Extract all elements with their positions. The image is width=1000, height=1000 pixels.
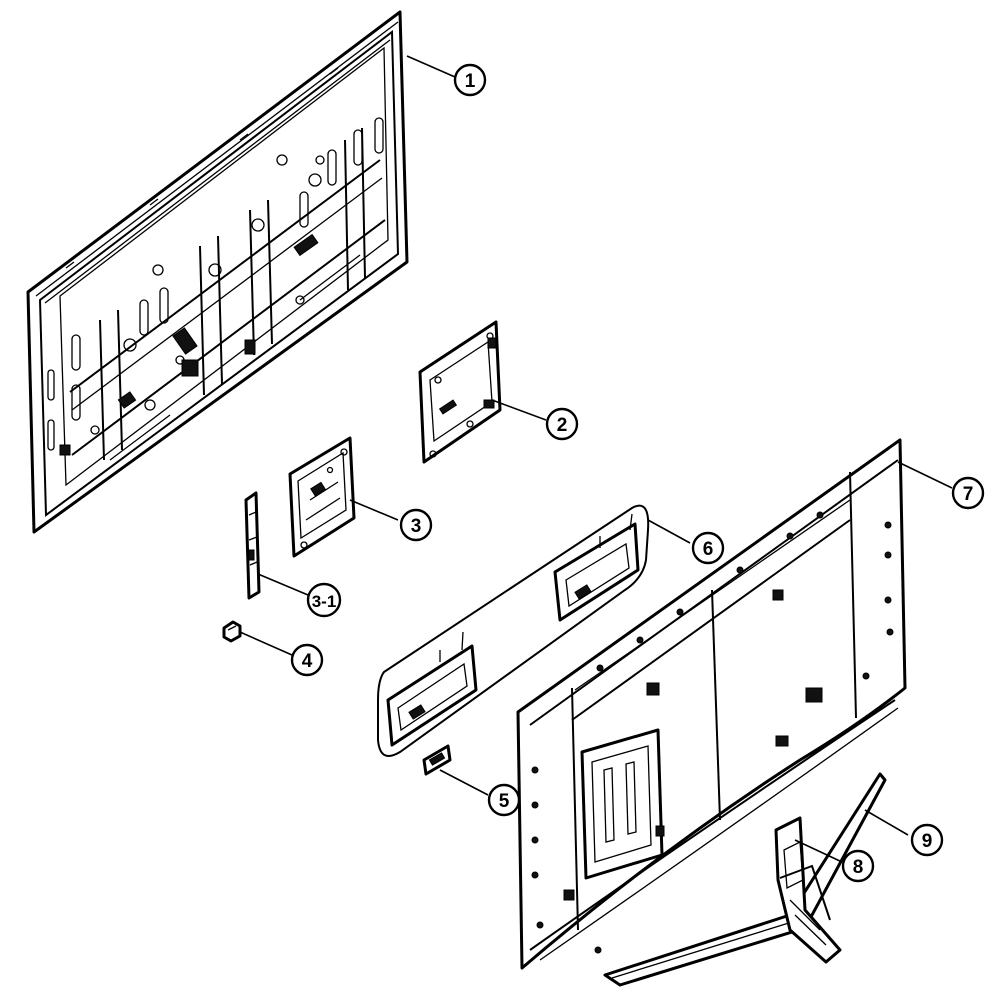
callout-6-label: 6 [703,539,714,560]
part-3-1-strip-board [244,491,261,600]
part-1-panel [26,10,409,534]
part-7-rear-cover [516,438,907,970]
callout-3-1-label: 3-1 [312,592,337,611]
part-8-9-stand [603,772,887,987]
callout-9: 9 [910,823,944,857]
callout-3-label: 3 [411,516,422,537]
callout-8-label: 8 [853,857,864,878]
part-2-main-board [418,320,502,464]
part-4-clip [222,620,242,643]
part-6-speaker-set [377,504,650,757]
callout-3: 3 [399,508,433,542]
callout-9-label: 9 [922,831,933,852]
callout-1-label: 1 [465,71,476,92]
callout-4-label: 4 [302,651,313,672]
callout-6: 6 [691,531,725,565]
callout-7-label: 7 [963,484,974,505]
callout-2: 2 [545,407,579,441]
callout-4: 4 [290,643,324,677]
callout-5: 5 [487,783,521,817]
callout-1: 1 [453,63,487,97]
callout-3-1: 3-1 [306,582,342,618]
callout-7: 7 [951,476,985,510]
callout-2-label: 2 [557,415,568,436]
callout-5-label: 5 [499,791,510,812]
callout-8: 8 [841,849,875,883]
leader-lines [239,55,953,863]
part-5-key-board [422,744,452,776]
part-3-power-board [288,436,356,558]
